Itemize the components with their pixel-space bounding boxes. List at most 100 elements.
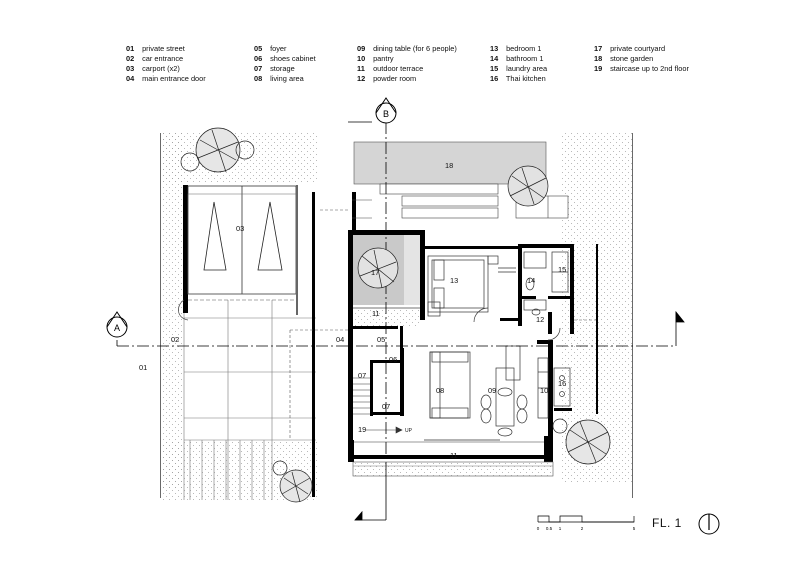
room-label-15: 15 — [558, 265, 566, 274]
legend-number: 16 — [490, 74, 499, 83]
legend-text: main entrance door — [142, 74, 206, 83]
room-label-18: 18 — [445, 161, 453, 170]
room-label-04: 04 — [336, 335, 344, 344]
tree-symbols — [180, 127, 611, 503]
legend-number: 14 — [490, 54, 499, 63]
legend-text: laundry area — [506, 64, 548, 73]
room-label-16: 16 — [558, 379, 566, 388]
legend-text: shoes cabinet — [270, 54, 316, 63]
legend-item: 03 carport (x2) — [126, 64, 206, 74]
stair-up-label: UP — [405, 428, 413, 434]
scale-tick-label: 0 — [537, 526, 540, 531]
room-label-11a: 11 — [372, 309, 380, 318]
legend-item: 14 bathroom 1 — [490, 54, 547, 64]
scale-bar: 0 0.5 1 2 5 — [537, 515, 636, 531]
scale-tick-label: 1 — [559, 526, 562, 531]
room-label-06: 06 — [389, 355, 397, 364]
room-label-02: 02 — [171, 335, 179, 344]
room-labels: 01 02 03 04 05 06 07 07 08 09 10 11 11 1… — [139, 161, 566, 460]
legend-text: powder room — [373, 74, 417, 83]
legend-text: staircase up to 2nd floor — [610, 64, 689, 73]
legend-number: 12 — [357, 74, 366, 83]
legend-number: 05 — [254, 44, 263, 53]
legend-item: 01 private street — [126, 44, 206, 54]
scale-tick-label: 5 — [633, 526, 636, 531]
legend-text: foyer — [270, 44, 287, 53]
legend: 01 private street 02 car entrance 03 car… — [0, 44, 800, 94]
legend-number: 01 — [126, 44, 135, 53]
legend-item: 07 storage — [254, 64, 316, 74]
legend-text: bathroom 1 — [506, 54, 544, 63]
legend-item: 04 main entrance door — [126, 74, 206, 84]
legend-text: carport (x2) — [142, 64, 180, 73]
legend-text: Thai kitchen — [505, 74, 546, 83]
dashed-outlines — [289, 209, 596, 440]
house-walls — [348, 230, 598, 462]
legend-text: dining table (for 6 people) — [373, 44, 457, 53]
legend-item: 19 staircase up to 2nd floor — [594, 64, 689, 74]
legend-number: 11 — [357, 64, 365, 73]
room-label-08: 08 — [436, 386, 444, 395]
legend-number: 18 — [594, 54, 603, 63]
legend-number: 19 — [594, 64, 603, 73]
legend-text: private street — [142, 44, 185, 53]
legend-number: 09 — [357, 44, 366, 53]
staircase — [353, 377, 403, 434]
legend-text: bedroom 1 — [506, 44, 542, 53]
legend-number: 17 — [594, 44, 603, 53]
room-label-14: 14 — [527, 276, 535, 285]
legend-item: 12 powder room — [357, 74, 457, 84]
room-label-07b: 07 — [382, 402, 390, 411]
legend-item: 18 stone garden — [594, 54, 689, 64]
legend-item: 13 bedroom 1 — [490, 44, 547, 54]
legend-item: 02 car entrance — [126, 54, 206, 64]
street-paving — [183, 300, 316, 500]
north-arrow-icon — [698, 513, 720, 535]
legend-item: 09 dining table (for 6 people) — [357, 44, 457, 54]
outdoor-terrace — [352, 461, 554, 477]
legend-number: 04 — [126, 74, 135, 83]
legend-text: outdoor terrace — [373, 64, 424, 73]
section-marker-a-label: A — [114, 323, 120, 333]
legend-text: pantry — [373, 54, 394, 63]
room-label-13: 13 — [450, 276, 458, 285]
section-lines — [116, 121, 685, 521]
section-marker-b-label: B — [383, 109, 389, 119]
room-label-11b: 11 — [450, 451, 458, 460]
legend-item: 06 shoes cabinet — [254, 54, 316, 64]
legend-item: 08 living area — [254, 74, 316, 84]
legend-text: private courtyard — [610, 44, 666, 53]
section-marker-a: A — [106, 311, 128, 338]
legend-item: 10 pantry — [357, 54, 457, 64]
legend-item: 17 private courtyard — [594, 44, 689, 54]
room-label-12: 12 — [536, 315, 544, 324]
legend-text: living area — [270, 74, 304, 83]
site-ground — [160, 133, 633, 500]
legend-number: 13 — [490, 44, 499, 53]
room-label-01: 01 — [139, 363, 147, 372]
room-label-17: 17 — [371, 268, 379, 277]
legend-text: storage — [270, 64, 295, 73]
legend-number: 02 — [126, 54, 135, 63]
legend-number: 03 — [126, 64, 135, 73]
room-label-19: 19 — [358, 425, 366, 434]
carport — [178, 185, 315, 497]
room-label-10: 10 — [540, 386, 548, 395]
room-label-07a: 07 — [358, 371, 366, 380]
bathroom-fixtures — [523, 251, 569, 341]
legend-item: 16 Thai kitchen — [490, 74, 547, 84]
legend-column-5: 17 private courtyard 18 stone garden 19 … — [594, 44, 689, 74]
section-marker-b: B — [375, 97, 397, 124]
bedroom-furniture — [427, 255, 516, 323]
legend-number: 15 — [490, 64, 499, 73]
room-label-09: 09 — [488, 386, 496, 395]
room-label-05: 05 — [377, 335, 385, 344]
legend-column-1: 01 private street 02 car entrance 03 car… — [126, 44, 206, 84]
scale-tick-label: 0.5 — [546, 526, 553, 531]
legend-column-3: 09 dining table (for 6 people) 10 pantry… — [357, 44, 457, 84]
legend-text: stone garden — [610, 54, 654, 63]
room-label-03: 03 — [236, 224, 244, 233]
legend-text: car entrance — [142, 54, 184, 63]
